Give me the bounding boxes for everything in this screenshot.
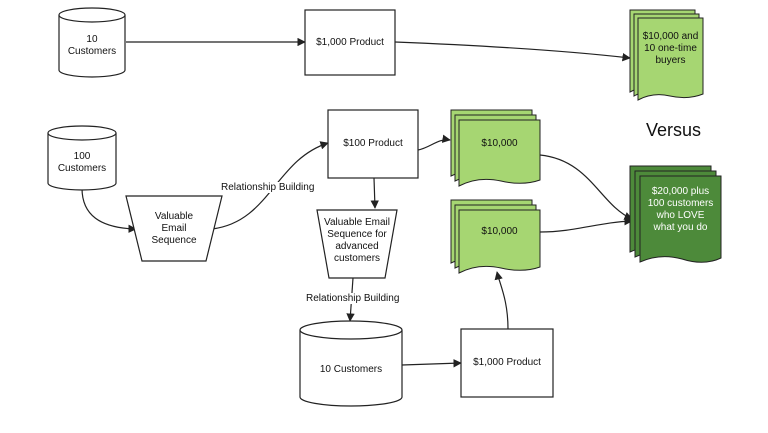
edge-mid-product-to-revenue <box>417 134 451 151</box>
edge-mid-revenue-to-final <box>539 154 633 220</box>
mid-product-label: $100 Product <box>343 138 403 149</box>
edge-top-product-to-result <box>394 41 631 62</box>
mid-revenue-document-stack <box>450 109 541 187</box>
bottom-customers-label: 10 Customers <box>319 364 383 375</box>
edge-mid-customers-to-email <box>81 187 137 233</box>
relationship-building-label-1: Relationship Building <box>220 182 316 193</box>
advanced-email-sequence-label: Valuable Email Sequence for advanced cus… <box>324 217 390 264</box>
top-customers-label: 10 Customers <box>67 34 117 57</box>
top-result-label: $10,000 and 10 one-time buyers <box>642 31 699 66</box>
final-result-label: $20,000 plus 100 customers who LOVE what… <box>647 186 714 233</box>
mid-revenue-label: $10,000 <box>481 138 518 149</box>
top-product-box <box>304 9 396 76</box>
mid-product-box <box>327 109 419 179</box>
email-sequence-trapezoid <box>125 195 223 262</box>
top-customers-database <box>58 7 126 78</box>
advanced-email-sequence-trapezoid <box>316 209 398 279</box>
top-result-document-stack <box>629 9 704 101</box>
mid-customers-database <box>47 125 117 191</box>
bottom-revenue-label: $10,000 <box>481 226 518 237</box>
edge-bottom-product-to-revenue <box>494 271 509 330</box>
mid-customers-label: 100 Customers <box>57 151 107 174</box>
bottom-revenue-document-stack <box>450 199 541 274</box>
email-sequence-label: Valuable Email Sequence <box>151 211 197 246</box>
versus-label: Versus <box>646 120 702 140</box>
relationship-building-label-2: Relationship Building <box>305 293 401 304</box>
edge-mid-product-to-advanced-email <box>370 177 379 209</box>
bottom-product-box <box>460 328 554 398</box>
top-product-label: $1,000 Product <box>316 36 384 48</box>
bottom-product-label: $1,000 Product <box>473 357 541 368</box>
edge-bottom-revenue-to-final <box>539 217 633 233</box>
final-result-document-stack <box>629 165 722 263</box>
edge-bottom-customers-to-product <box>401 359 462 368</box>
bottom-customers-database <box>299 320 403 407</box>
